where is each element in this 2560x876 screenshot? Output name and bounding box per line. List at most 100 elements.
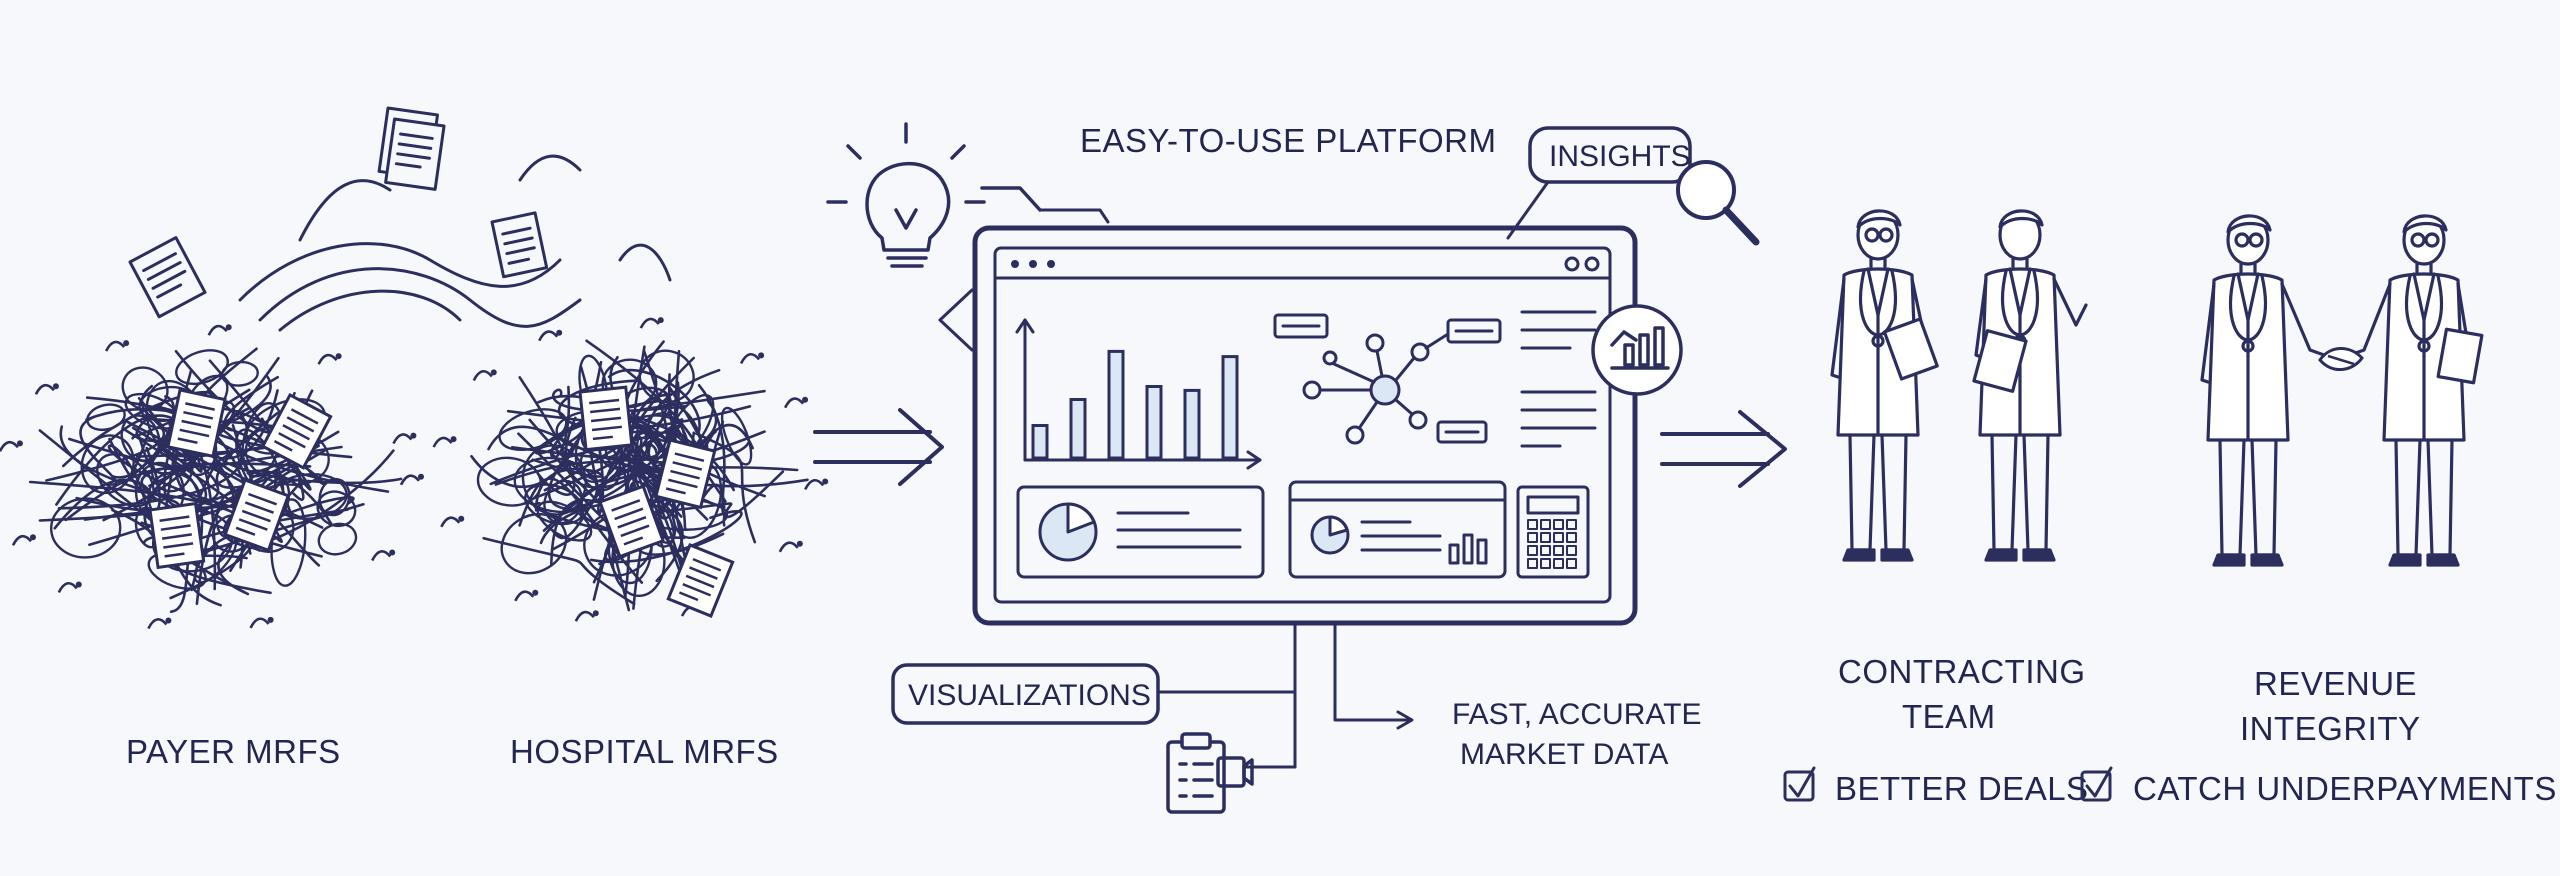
visualizations-label: VISUALIZATIONS: [908, 679, 1151, 712]
document-icon: [148, 501, 206, 570]
tangle-curl: [104, 340, 126, 352]
tangle-loop: [80, 434, 135, 495]
tangle-loop: [498, 408, 568, 452]
network-graph: [1273, 313, 1502, 445]
tangle-arrowhead: [52, 383, 59, 390]
screen-dashboard-panel: [1288, 480, 1507, 579]
doctor-figure: [1972, 209, 2088, 562]
calculator-key: [1527, 519, 1538, 530]
tangle-loop: [316, 490, 357, 528]
document-icon: [377, 106, 446, 191]
document-icon: [666, 543, 735, 618]
tangle-curl: [538, 330, 559, 342]
arrow-right-1: [813, 408, 944, 486]
tangle-arrowhead: [16, 440, 23, 447]
contracting-line2: TEAM: [1902, 698, 1996, 735]
tangle-strand: [111, 395, 176, 479]
insights-callout: INSIGHTS: [1506, 126, 1692, 240]
tangle-arrowhead: [165, 617, 172, 624]
screen-bar: [1183, 388, 1201, 460]
contracting-line1: CONTRACTING: [1838, 653, 2086, 690]
tangle-curl: [440, 516, 461, 528]
tangle-curl: [207, 324, 228, 336]
document-icon: [654, 438, 717, 510]
tangle-arrowhead: [532, 589, 539, 596]
doctor-figure: [2200, 214, 2340, 567]
screen-bar: [1031, 424, 1049, 460]
fast-data-line2: MARKET DATA: [1460, 738, 1668, 771]
tangle-curl: [392, 433, 413, 445]
data-strands: [238, 154, 672, 332]
platform-title: EASY-TO-USE PLATFORM: [1080, 122, 1496, 159]
magnifier-icon: [1676, 160, 1760, 246]
tangle-arrowhead: [450, 436, 457, 443]
tangle-strand: [629, 502, 733, 527]
arrow-right-2: [1660, 410, 1787, 488]
tangle-arrowhead: [592, 610, 599, 617]
insights-label: INSIGHTS: [1549, 140, 1691, 173]
payer-mrfs-label: PAYER MRFS: [126, 733, 341, 770]
tangle-arrowhead: [123, 340, 130, 347]
hospital-mrfs-label: HOSPITAL MRFS: [510, 733, 779, 770]
tangle-curl: [57, 582, 78, 594]
calculator-key: [1553, 519, 1564, 530]
people-group: [1830, 209, 2484, 567]
screen-bar: [1221, 355, 1239, 460]
tangle-loop: [604, 414, 686, 473]
tangle-loop: [49, 497, 122, 559]
calculator-key: [1553, 532, 1564, 543]
tangle-curl: [778, 541, 799, 553]
tangle-loop: [720, 406, 753, 466]
tangle-curl: [11, 534, 32, 546]
screen-bar: [1069, 398, 1087, 460]
tangle-arrowhead: [458, 515, 465, 522]
tangle-loop: [120, 414, 161, 462]
tangle-curl: [574, 610, 595, 622]
fast-data-line1: FAST, ACCURATE: [1452, 698, 1702, 731]
lightbulb-icon: [826, 122, 1042, 268]
tangle-curl: [399, 474, 420, 486]
calculator-key: [1527, 545, 1538, 556]
tangle-curl: [804, 479, 825, 491]
tangle-strand: [482, 536, 636, 606]
tangle-arrowhead: [657, 317, 664, 324]
tangle-strand: [510, 356, 661, 461]
tangle-arrowhead: [417, 473, 424, 480]
tangle-arrowhead: [796, 540, 803, 547]
tangle-loop: [476, 456, 543, 507]
calculator-key: [1540, 519, 1551, 530]
document-icon: [490, 211, 549, 279]
video-camera-icon: [1216, 756, 1254, 788]
calculator-key: [1566, 519, 1577, 530]
revenue-line2: INTEGRITY: [2240, 710, 2421, 747]
checkbox-icon: [1783, 766, 1816, 802]
tangle-arrowhead: [29, 534, 36, 541]
tangle-loop: [513, 456, 598, 514]
tangle-arrowhead: [490, 369, 497, 376]
visualizations-tag: VISUALIZATIONS: [891, 663, 1160, 725]
doctor-figure: [1830, 209, 1939, 562]
tangle-curl: [317, 353, 338, 365]
calculator-key: [1540, 558, 1551, 569]
tangle-curl: [147, 618, 168, 630]
tangle-loop: [638, 349, 695, 404]
tangle-loop: [86, 403, 126, 432]
platform-monitor: [972, 225, 1638, 626]
tangle-loop: [121, 366, 169, 411]
tangle-arrowhead: [75, 581, 82, 588]
tangle-arrowhead: [556, 329, 563, 336]
screen-pie-panel: [1016, 485, 1265, 579]
screen-bar-chart: [1015, 318, 1262, 470]
screen-text-lines: [1520, 310, 1597, 448]
tangle-loop: [521, 444, 587, 516]
tangle-arrowhead: [335, 353, 342, 360]
better-deals-label: BETTER DEALS: [1835, 770, 2089, 807]
tangle-curl: [514, 590, 535, 602]
tangle-arrowhead: [225, 324, 232, 331]
tangle-arrowhead: [389, 549, 396, 556]
tangle-loop: [220, 360, 259, 387]
document-icon: [223, 478, 291, 553]
tangle-strand: [79, 415, 118, 486]
tangle-arrowhead: [267, 616, 274, 623]
